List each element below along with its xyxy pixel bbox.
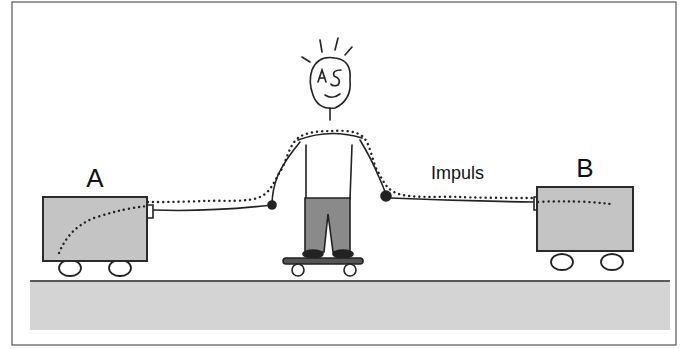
frame bbox=[12, 2, 676, 345]
person bbox=[268, 38, 391, 276]
cart-body bbox=[536, 186, 634, 252]
momentum-flow bbox=[59, 206, 146, 253]
momentum-flow-inside bbox=[538, 188, 632, 250]
edge-label: Impuls bbox=[428, 162, 487, 184]
cart-label: B bbox=[536, 152, 634, 184]
ground bbox=[30, 282, 670, 330]
momentum-flow-inside bbox=[44, 198, 146, 260]
momentum-flow bbox=[538, 201, 610, 204]
cart: A bbox=[42, 162, 148, 262]
ground-line bbox=[30, 280, 670, 282]
cart-label: A bbox=[42, 162, 148, 194]
momentum-flow bbox=[148, 131, 536, 202]
cart: B bbox=[536, 152, 634, 252]
cart-body bbox=[42, 196, 148, 262]
